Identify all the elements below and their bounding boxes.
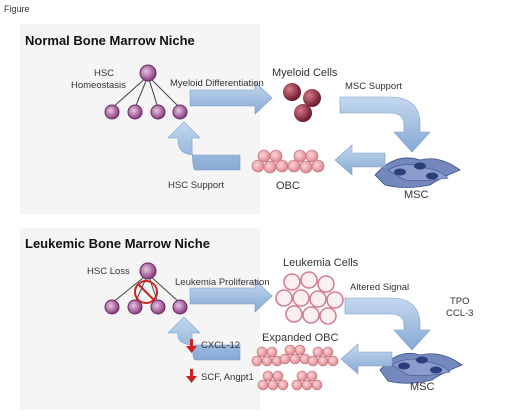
leukemia-cells-label: Leukemia Cells bbox=[283, 257, 359, 269]
leukemic-hsc-tree bbox=[104, 262, 188, 315]
hsc-cell bbox=[104, 104, 120, 120]
leukemia-proliferation-arrow bbox=[189, 279, 273, 313]
expanded-obc-label: Expanded OBC bbox=[262, 332, 339, 344]
cxcl12-label: CXCL-12 bbox=[201, 340, 241, 351]
expanded-obc-cells bbox=[251, 344, 339, 391]
msc-nucleus bbox=[394, 168, 406, 176]
myeloid-cells bbox=[283, 83, 321, 122]
normal-msc-label: MSC bbox=[404, 189, 429, 201]
normal-msc-cells bbox=[374, 157, 461, 188]
leukemic-niche-title: Leukemic Bone Marrow Niche bbox=[25, 236, 210, 251]
tpo-label: TPO bbox=[450, 296, 470, 307]
normal-obc-label: OBC bbox=[276, 180, 300, 192]
leukemic-msc-cells bbox=[379, 352, 463, 384]
leukemic-msc-label: MSC bbox=[410, 381, 435, 393]
normal-hsc-tree bbox=[104, 64, 188, 120]
msc-support-label: MSC Support bbox=[345, 81, 403, 92]
hsc-homeostasis-label: Homeostasis bbox=[71, 80, 126, 91]
hsc-cell bbox=[172, 299, 188, 315]
leukemic-panel bbox=[20, 228, 260, 410]
normal-obc-cells bbox=[251, 149, 325, 174]
hsc-label: HSC bbox=[93, 68, 115, 79]
hsc-cell bbox=[150, 299, 166, 315]
scf-angpt1-label: SCF, Angpt1 bbox=[201, 372, 254, 383]
hsc-parent-cell bbox=[139, 262, 157, 280]
msc-support-arrow bbox=[339, 96, 431, 153]
hsc-cell bbox=[127, 299, 143, 315]
myeloid-cells-label: Myeloid Cells bbox=[272, 67, 338, 79]
leukemia-cells bbox=[275, 271, 344, 325]
msc-to-obc-arrow bbox=[334, 144, 386, 176]
altered-signal-label: Altered Signal bbox=[350, 282, 410, 293]
down-arrow-icon bbox=[186, 339, 197, 353]
leukemic-hsc-return-arrow bbox=[167, 316, 241, 361]
hsc-cell bbox=[150, 104, 166, 120]
myeloid-cell bbox=[303, 89, 321, 107]
msc-nucleus bbox=[426, 172, 438, 180]
hsc-parent-cell bbox=[139, 64, 157, 82]
altered-signal-arrow bbox=[344, 297, 431, 351]
leukemia-proliferation-label: Leukemia Proliferation bbox=[175, 277, 270, 288]
normal-niche-title: Normal Bone Marrow Niche bbox=[25, 33, 195, 48]
hsc-cell bbox=[104, 299, 120, 315]
myeloid-differentiation-label: Myeloid Differentiation bbox=[170, 78, 264, 89]
hsc-cell bbox=[172, 104, 188, 120]
msc-to-expanded-obc-arrow bbox=[340, 343, 393, 375]
prohibition-icon bbox=[134, 280, 158, 304]
hsc-support-arrow bbox=[167, 121, 241, 171]
myeloid-cell bbox=[294, 104, 312, 122]
hsc-loss-label: HSC Loss bbox=[87, 266, 130, 277]
normal-panel bbox=[20, 24, 260, 214]
ccl3-label: CCL-3 bbox=[446, 308, 474, 319]
down-arrow-icon bbox=[186, 369, 197, 383]
hsc-support-label: HSC Support bbox=[168, 180, 224, 191]
figure-label: Figure bbox=[4, 4, 30, 14]
myeloid-differentiation-arrow bbox=[189, 81, 273, 115]
hsc-cell bbox=[127, 104, 143, 120]
myeloid-cell bbox=[283, 83, 301, 101]
msc-nucleus bbox=[414, 162, 426, 170]
